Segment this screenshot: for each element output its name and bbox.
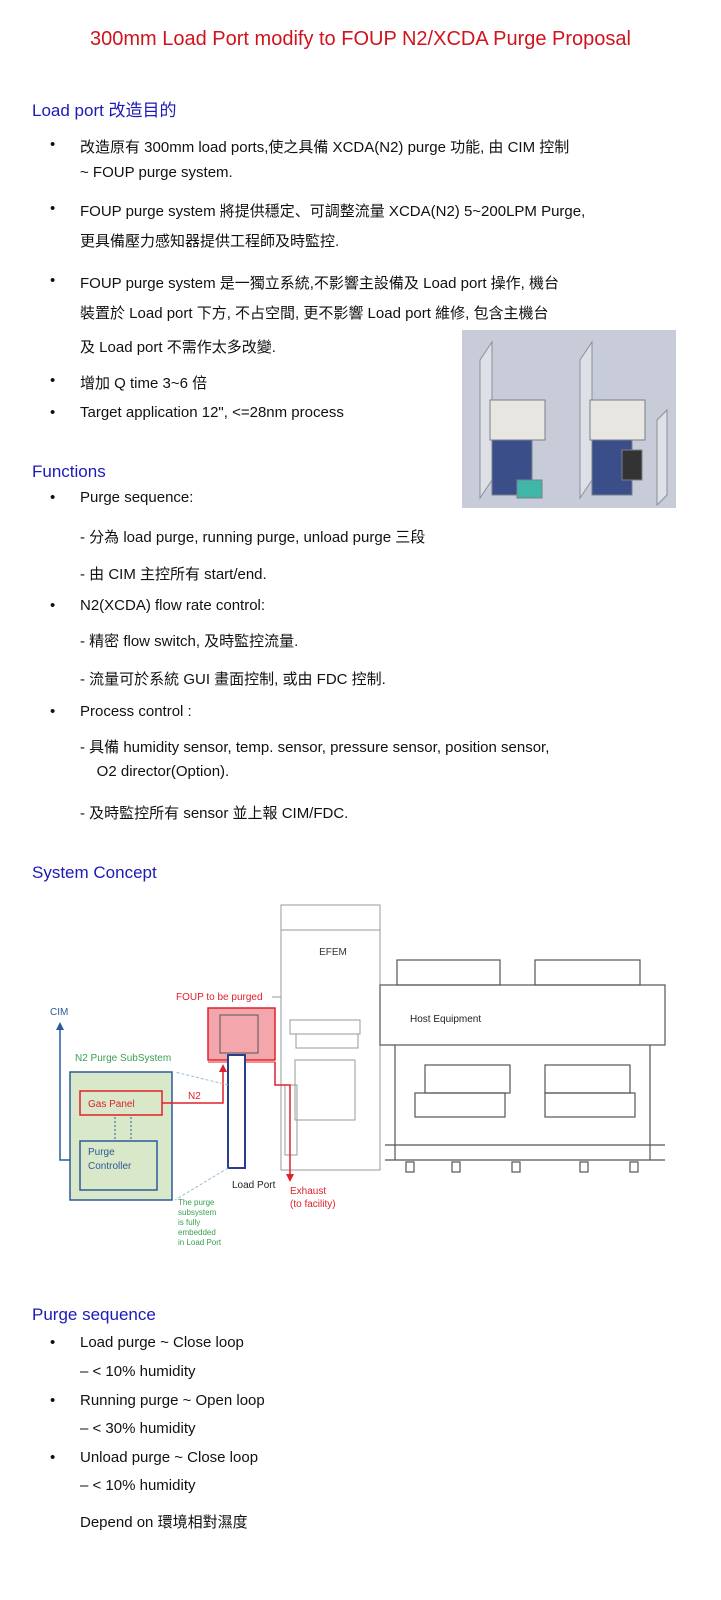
exhaust-label: Exhaust — [290, 1186, 326, 1197]
foup-label: FOUP to be purged — [176, 992, 263, 1003]
function-sub: - 精密 flow switch, 及時監控流量. — [80, 633, 299, 650]
purge-item-sub: – < 10% humidity — [80, 1363, 196, 1380]
function-sub: O2 director(Option). — [80, 763, 230, 780]
function-label: Purge sequence: — [80, 489, 194, 506]
controller-label: Purge — [88, 1147, 115, 1158]
system-concept-diagram: EFEM Host Equipment FOUP to be purged CI… — [50, 904, 666, 1247]
load-port-box — [227, 1054, 246, 1169]
efem-label: EFEM — [319, 947, 347, 958]
purge-item-sub: – < 30% humidity — [80, 1420, 196, 1437]
document-title: 300mm Load Port modify to FOUP N2/XCDA P… — [90, 28, 631, 50]
purge-item: Unload purge ~ Close loop — [80, 1449, 259, 1466]
bullet: • — [50, 272, 56, 289]
svg-text:subsystem: subsystem — [178, 1208, 217, 1217]
function-sub: - 具備 humidity sensor, temp. sensor, pres… — [80, 739, 550, 756]
svg-text:embedded: embedded — [178, 1228, 216, 1237]
bullet-text: 改造原有 300mm load ports,使之具備 XCDA(N2) purg… — [80, 139, 570, 156]
function-sub: - 由 CIM 主控所有 start/end. — [80, 566, 267, 583]
function-label: Process control : — [80, 703, 192, 720]
function-sub: - 流量可於系統 GUI 畫面控制, 或由 FDC 控制. — [80, 671, 386, 688]
host-equipment-label: Host Equipment — [410, 1014, 481, 1025]
bullet: • — [50, 1392, 56, 1409]
load-port-label: Load Port — [232, 1180, 276, 1191]
bullet-text: 更具備壓力感知器提供工程師及時監控. — [80, 233, 340, 250]
bullet-text: ~ FOUP purge system. — [80, 164, 233, 181]
embedded-note: The purge subsystem is fully embedded in… — [178, 1198, 222, 1247]
svg-text:The purge: The purge — [178, 1198, 215, 1207]
exhaust-label: (to facility) — [290, 1199, 336, 1210]
svg-text:is fully: is fully — [178, 1218, 200, 1227]
purge-item-sub: – < 10% humidity — [80, 1477, 196, 1494]
svg-text:in Load Port: in Load Port — [178, 1238, 222, 1247]
load-port-render-image — [462, 330, 676, 508]
section-heading-functions: Functions — [32, 462, 106, 481]
gas-panel-box — [79, 1090, 163, 1116]
bullet-text: 增加 Q time 3~6 倍 — [80, 375, 208, 392]
bullet-text: FOUP purge system 將提供穩定、可調整流量 XCDA(N2) 5… — [80, 203, 586, 220]
purge-footer: Depend on 環境相對濕度 — [80, 1514, 248, 1531]
n2-label: N2 — [188, 1091, 201, 1102]
n2-line — [162, 1068, 224, 1104]
purge-controller-box — [79, 1140, 158, 1191]
bullet-text: Target application 12", <=28nm process — [80, 404, 344, 421]
bullet: • — [50, 703, 56, 720]
foup-box — [207, 1007, 276, 1061]
exhaust-line — [274, 1062, 291, 1178]
function-sub: - 分為 load purge, running purge, unload p… — [80, 529, 426, 546]
bullet: • — [50, 372, 56, 389]
section-heading-purge-sequence: Purge sequence — [32, 1305, 156, 1324]
section-heading-system-concept: System Concept — [32, 863, 157, 882]
section-heading-load-port: Load port 改造目的 — [32, 101, 177, 120]
subsystem-label: N2 Purge SubSystem — [75, 1053, 171, 1064]
bullet: • — [50, 404, 56, 421]
function-sub: - 及時監控所有 sensor 並上報 CIM/FDC. — [80, 805, 349, 822]
purge-item: Running purge ~ Open loop — [80, 1392, 265, 1409]
bullet: • — [50, 489, 56, 506]
bullet-text: 及 Load port 不需作太多改變. — [80, 339, 276, 356]
purge-item: Load purge ~ Close loop — [80, 1334, 244, 1351]
gas-panel-label: Gas Panel — [88, 1099, 135, 1110]
host-equipment — [379, 959, 666, 1173]
bullet: • — [50, 1449, 56, 1466]
bullet: • — [50, 200, 56, 217]
bullet: • — [50, 597, 56, 614]
function-label: N2(XCDA) flow rate control: — [80, 597, 266, 614]
bullet-text: FOUP purge system 是一獨立系統,不影響主設備及 Load po… — [80, 275, 559, 292]
controller-label: Controller — [88, 1161, 132, 1172]
bullet-text: 裝置於 Load port 下方, 不占空間, 更不影響 Load port 維… — [80, 305, 549, 322]
bullet: • — [50, 136, 56, 153]
bullet: • — [50, 1334, 56, 1351]
cim-label: CIM — [50, 1007, 68, 1018]
